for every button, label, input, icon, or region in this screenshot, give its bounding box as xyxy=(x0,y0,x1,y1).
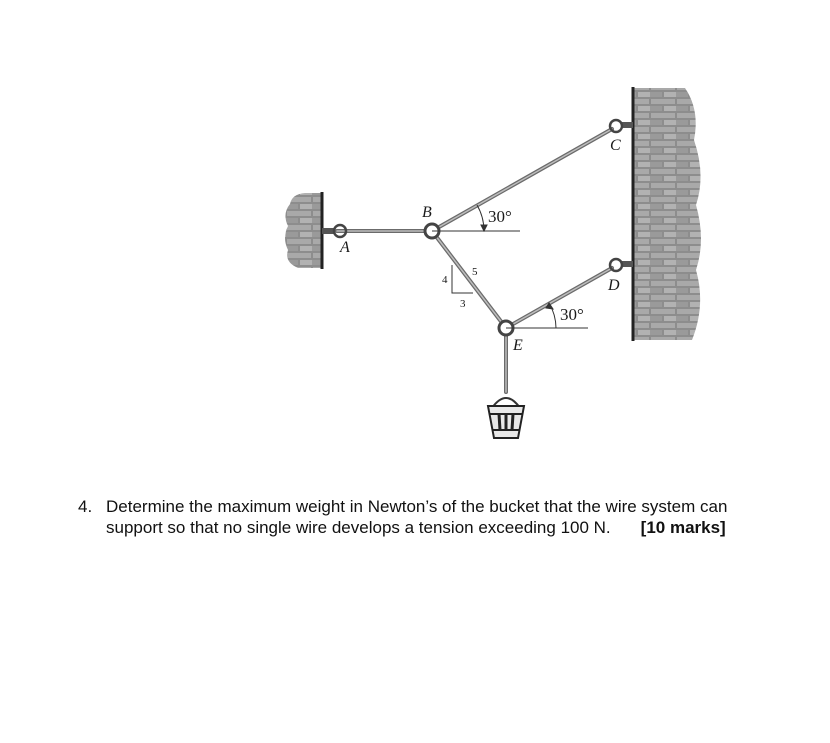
question-number: 4. xyxy=(78,497,93,516)
bucket xyxy=(486,397,526,439)
left-wall xyxy=(285,192,324,269)
label-a: A xyxy=(339,239,350,256)
right-wall xyxy=(631,87,701,341)
wires xyxy=(335,127,614,394)
hook-d xyxy=(608,257,633,273)
slope-hypotenuse-label: 5 xyxy=(472,266,478,278)
question-block: 4. Determine the maximum weight in Newto… xyxy=(78,496,788,538)
slope-triangle xyxy=(451,265,473,294)
angle-marks xyxy=(432,204,588,329)
hook-a xyxy=(322,223,348,239)
hook-c xyxy=(608,118,633,134)
label-d: D xyxy=(607,277,620,294)
label-b: B xyxy=(422,204,432,221)
label-e: E xyxy=(512,337,523,354)
angle-ed-label: 30° xyxy=(560,305,584,324)
angle-bc-label: 30° xyxy=(488,207,512,226)
question-text: Determine the maximum weight in Newton’s… xyxy=(106,497,728,537)
slope-vertical-label: 4 xyxy=(442,274,448,286)
wire-system-diagram: A B C D E 30° 30° 4 3 5 xyxy=(285,87,701,439)
slope-horizontal-label: 3 xyxy=(460,298,466,310)
question-marks: [10 marks] xyxy=(640,518,726,537)
label-c: C xyxy=(610,137,621,154)
